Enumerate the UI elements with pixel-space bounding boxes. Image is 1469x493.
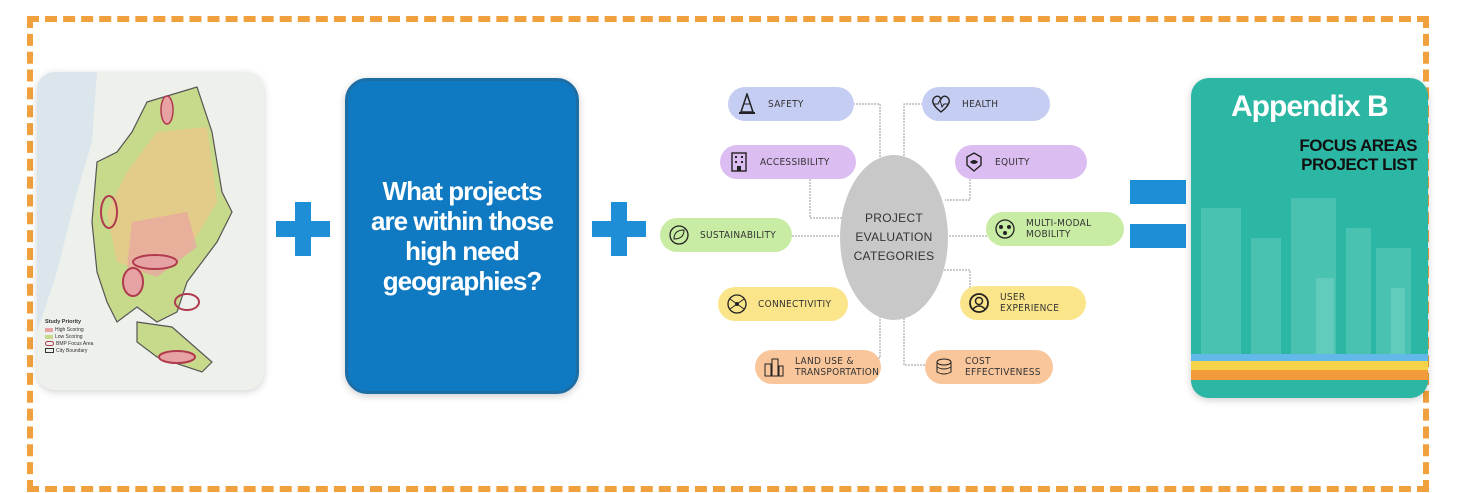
cityscape-graphic (1201, 198, 1411, 358)
category-pill-cost-effectiveness: COST EFFECTIVENESS (925, 350, 1053, 384)
category-pill-health: HEALTH (922, 87, 1050, 121)
category-pill-equity: EQUITY (955, 145, 1087, 179)
category-pill-sustainability: SUSTAINABILITY (660, 218, 792, 252)
center-line: PROJECT (864, 211, 924, 225)
appendix-title: Appendix B (1231, 90, 1389, 123)
category-pill-user-experience: USER EXPERIENCE (960, 286, 1086, 320)
center-line: EVALUATION (855, 230, 933, 244)
question-text: What projects are within those high need… (371, 176, 554, 296)
leaf-icon (668, 224, 690, 246)
legend-item: BMP Focus Area (45, 341, 115, 347)
category-pill-accessibility: ACCESSIBILITY (720, 145, 856, 179)
category-pill-connectivity: CONNECTIVITIY (718, 287, 848, 321)
map-legend: Study Priority High Scoring Low Scoring … (45, 318, 115, 355)
focus-area-map: Study Priority High Scoring Low Scoring … (37, 72, 264, 390)
legend-title: Study Priority (45, 319, 82, 325)
plus-icon (592, 202, 646, 256)
network-icon (726, 293, 748, 315)
building-icon (728, 151, 750, 173)
city-icon (763, 356, 785, 378)
category-pill-safety: SAFETY (728, 87, 854, 121)
category-pill-multi-modal-mobility: MULTI-MODAL MOBILITY (986, 212, 1124, 246)
legend-item: Low Scoring (45, 334, 115, 340)
legend-item: High Scoring (45, 327, 115, 333)
center-oval: PROJECT EVALUATION CATEGORIES (840, 155, 948, 320)
coins-icon (933, 356, 955, 378)
center-line: CATEGORIES (853, 249, 935, 263)
appendix-subtitle: FOCUS AREAS PROJECT LIST (1299, 136, 1417, 174)
equals-icon (1130, 180, 1186, 252)
appendix-cover: Appendix B FOCUS AREAS PROJECT LIST (1191, 78, 1428, 398)
heartbeat-icon (930, 93, 952, 115)
user-icon (968, 292, 990, 314)
category-pill-land-use-transportation: LAND USE & TRANSPORTATION (755, 350, 881, 384)
cover-stripes (1191, 354, 1428, 398)
legend-item: City Boundary (45, 348, 115, 354)
hands-icon (963, 151, 985, 173)
traffic-cone-icon (736, 93, 758, 115)
modes-icon (994, 218, 1016, 240)
plus-icon (276, 202, 330, 256)
question-card: What projects are within those high need… (345, 78, 579, 394)
city-map-graphic (37, 72, 264, 390)
